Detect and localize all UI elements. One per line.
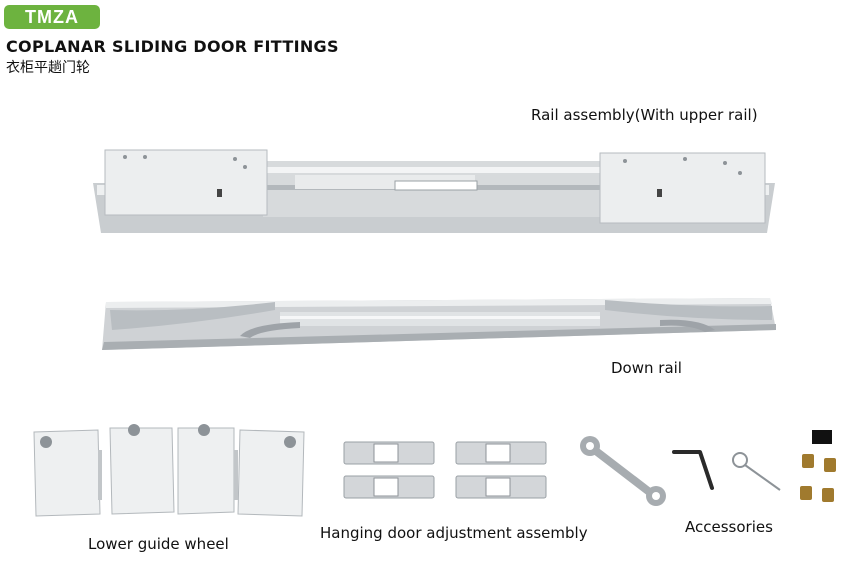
hex-key-icon bbox=[672, 450, 714, 490]
rail-assembly-caption: Rail assembly(With upper rail) bbox=[531, 106, 758, 124]
page-title: COPLANAR SLIDING DOOR FITTINGS bbox=[6, 37, 339, 56]
down-rail-caption: Down rail bbox=[611, 359, 682, 377]
down-rail-image bbox=[102, 298, 776, 350]
hanging-adjustment-caption: Hanging door adjustment assembly bbox=[320, 524, 588, 542]
accessories-caption: Accessories bbox=[685, 518, 773, 536]
hanging-adjustment-image bbox=[343, 441, 547, 499]
lower-guide-wheel-caption: Lower guide wheel bbox=[88, 535, 229, 553]
brand-badge: TMZA bbox=[4, 5, 100, 29]
ring-pin-icon bbox=[732, 452, 781, 491]
page-subtitle: 衣柜平趟门轮 bbox=[6, 60, 90, 76]
wrench-icon bbox=[580, 436, 666, 506]
lower-guide-wheel-image bbox=[33, 424, 305, 517]
fastener-set-icon bbox=[800, 430, 836, 502]
rail-assembly-image bbox=[93, 149, 775, 233]
accessories-image bbox=[580, 430, 836, 506]
